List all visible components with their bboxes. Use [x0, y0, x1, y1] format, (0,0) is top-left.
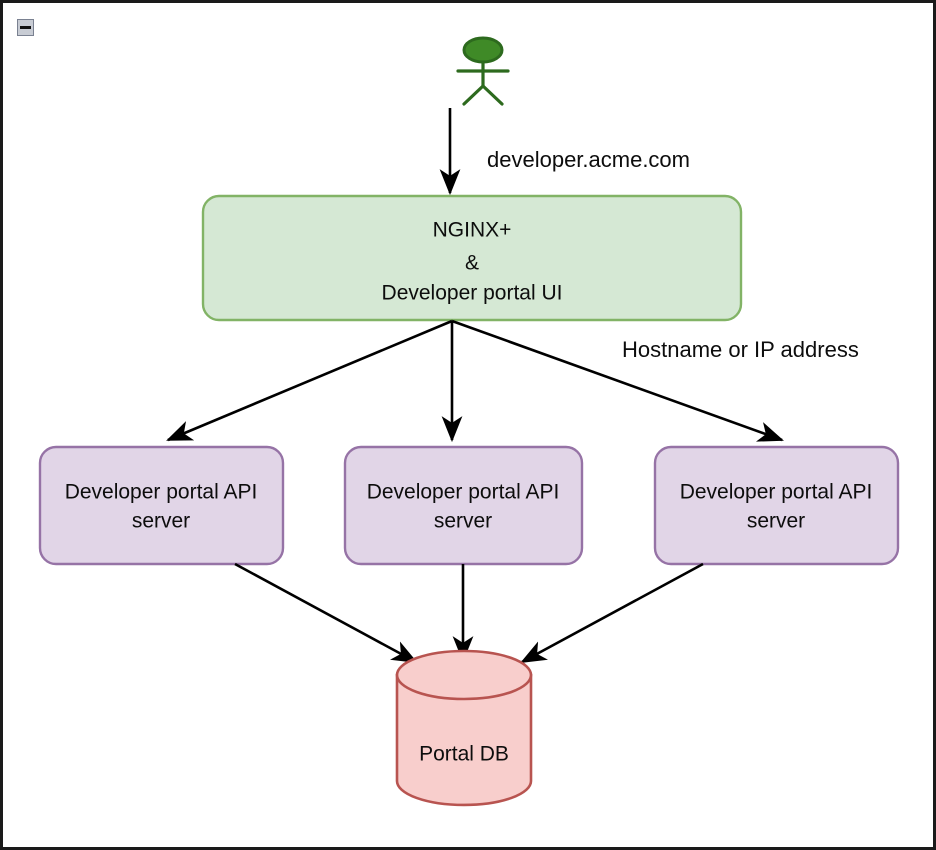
- api-server-3-shape: [653, 445, 900, 566]
- portal-db-label: Portal DB: [419, 743, 509, 766]
- edge-api-1-to-db: [234, 562, 418, 664]
- portal-db-top-ellipse: [395, 649, 533, 701]
- edge-nginx-to-api-1: [166, 319, 453, 442]
- stick-figure-actor-icon[interactable]: [456, 36, 510, 106]
- api-server-2-label-line-1: Developer portal API: [367, 481, 560, 504]
- nginx-node-label-line-3: Developer portal UI: [382, 282, 563, 305]
- api-server-3-label-line-2: server: [747, 510, 805, 533]
- developer-portal-api-server-node-2[interactable]: Developer portal API server: [343, 445, 584, 566]
- portal-db-node[interactable]: Portal DB: [395, 649, 533, 807]
- api-server-1-label-line-1: Developer portal API: [65, 481, 258, 504]
- actor-head-icon: [462, 36, 504, 64]
- api-server-2-label-line-2: server: [434, 510, 492, 533]
- developer-portal-api-server-node-3[interactable]: Developer portal API server: [653, 445, 900, 566]
- actor-right-leg-line: [481, 84, 504, 106]
- api-server-3-label-line-1: Developer portal API: [680, 481, 873, 504]
- edge-label-developer-acme-com: developer.acme.com: [487, 147, 690, 172]
- developer-portal-api-server-node-1[interactable]: Developer portal API server: [38, 445, 285, 566]
- actor-left-leg-line: [462, 84, 485, 106]
- collapse-toggle-button[interactable]: [17, 19, 34, 36]
- nginx-node-label-line-2: &: [465, 252, 479, 275]
- nginx-node-label-line-1: NGINX+: [433, 219, 512, 242]
- api-server-2-shape: [343, 445, 584, 566]
- minus-icon: [20, 26, 31, 29]
- api-server-1-label-line-2: server: [132, 510, 190, 533]
- edge-nginx-to-api-3: [451, 319, 784, 442]
- edge-label-hostname-or-ip-address: Hostname or IP address: [622, 337, 859, 362]
- nginx-node-shape: [201, 194, 743, 322]
- edge-api-3-to-db: [520, 562, 704, 664]
- architecture-diagram: developer.acme.com NGINX+ & Developer po…: [38, 36, 900, 807]
- portal-db-body-shape: [395, 673, 533, 807]
- api-server-1-shape: [38, 445, 285, 566]
- nginx-developer-portal-ui-node[interactable]: NGINX+ & Developer portal UI: [201, 194, 743, 322]
